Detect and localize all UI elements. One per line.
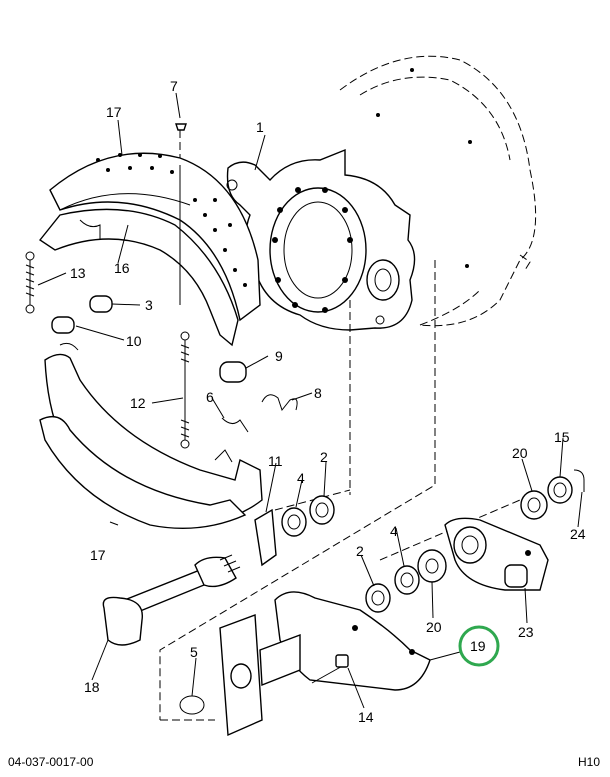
- callout-4-lower: 4: [390, 523, 398, 539]
- document-number: 04-037-0017-00: [8, 755, 94, 769]
- callout-8: 8: [314, 385, 322, 401]
- callout-15: 15: [554, 429, 570, 445]
- callout-18: 18: [84, 679, 100, 695]
- callout-19: 19: [470, 638, 486, 654]
- callout-2-lower: 2: [356, 543, 364, 559]
- callout-13: 13: [70, 265, 86, 281]
- camshaft-bracket: [179, 591, 431, 737]
- callout-9: 9: [275, 348, 283, 364]
- assembly-center-lines: [159, 130, 521, 721]
- callout-labels: 1 7 17 16 13 3 10 9 12 6 8 11 2 4 17 18 …: [70, 78, 586, 725]
- leader-lines: [37, 92, 583, 709]
- callout-5: 5: [190, 644, 198, 660]
- callout-3: 3: [145, 297, 153, 313]
- small-parts: [51, 123, 298, 433]
- callout-20-lower: 20: [426, 619, 442, 635]
- callout-2-upper: 2: [320, 449, 328, 465]
- callout-6: 6: [206, 389, 214, 405]
- sheet-code: H10: [577, 755, 600, 769]
- cam-spacers: [254, 469, 585, 613]
- camshaft: [102, 554, 241, 646]
- callout-17-bottom: 17: [90, 547, 106, 563]
- callout-23: 23: [518, 624, 534, 640]
- callout-20-upper: 20: [512, 445, 528, 461]
- highlight-circle: [458, 625, 500, 667]
- slack-adjuster: [444, 517, 549, 591]
- callout-11: 11: [268, 453, 283, 469]
- callout-10: 10: [126, 333, 142, 349]
- callout-14: 14: [358, 709, 374, 725]
- dust-shield: [339, 55, 537, 327]
- lower-brake-shoe: [39, 342, 263, 529]
- callout-12: 12: [130, 395, 146, 411]
- callout-1: 1: [256, 119, 264, 135]
- callout-16: 16: [114, 260, 130, 276]
- callout-4-upper: 4: [297, 470, 305, 486]
- upper-brake-shoe: [38, 152, 261, 347]
- return-springs: [25, 251, 190, 449]
- callout-24: 24: [570, 526, 586, 542]
- callout-17-top: 17: [106, 104, 122, 120]
- callout-7: 7: [170, 78, 178, 94]
